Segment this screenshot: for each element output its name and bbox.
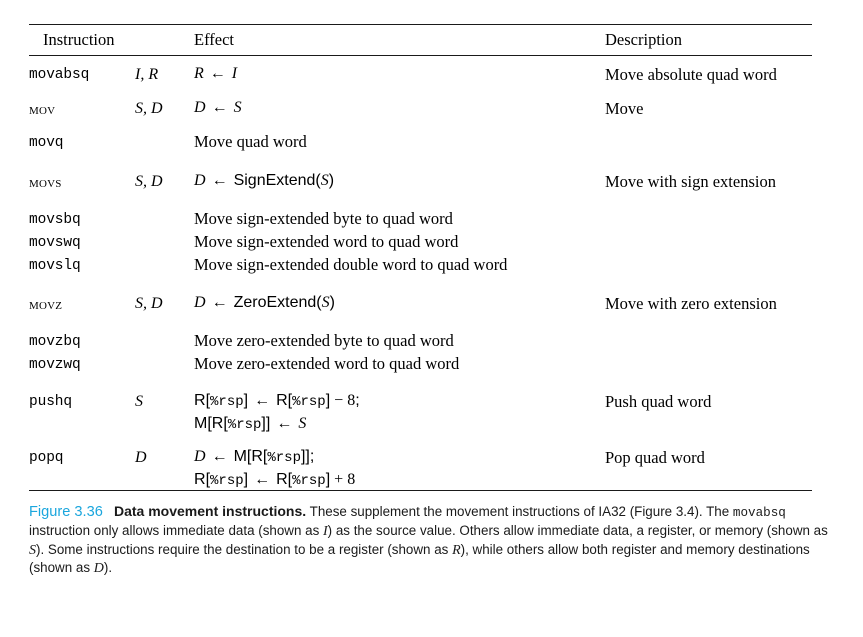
instruction-effect: Move sign-extended byte to quad word	[194, 209, 453, 228]
column-header-instruction: Instruction	[43, 30, 115, 49]
figure-title: Data movement instructions.	[114, 503, 307, 519]
instruction-mnemonic: movabsq	[29, 67, 90, 83]
instruction-mnemonic: pushq	[29, 394, 73, 410]
instruction-mnemonic: MOV	[29, 101, 56, 118]
instruction-effect: D ← ZeroExtend(S)	[194, 294, 335, 311]
caption-body-5: ), while others allow both register and …	[29, 541, 810, 575]
instruction-operands: D	[135, 449, 147, 466]
caption-italic-R: R	[452, 542, 461, 558]
caption-italic-D: D	[93, 560, 104, 576]
instruction-mnemonic: movzbq	[29, 334, 81, 350]
instruction-effect: Move sign-extended word to quad word	[194, 232, 459, 251]
instruction-operands: S, D	[135, 100, 163, 117]
instruction-description: Move absolute quad word	[605, 65, 777, 84]
instruction-effect: Move zero-extended byte to quad word	[194, 331, 454, 350]
figure-caption: Figure 3.36 Data movement instructions. …	[29, 503, 829, 577]
table-body: movabsq I, R R ← I Move absolute quad wordM…	[29, 56, 812, 490]
instruction-operands: S, D	[135, 173, 163, 190]
instruction-mnemonic: movsbq	[29, 212, 81, 228]
instruction-effect: R ← I	[194, 65, 238, 82]
caption-body-6: ).	[103, 559, 113, 575]
instruction-effect: D ← S	[194, 99, 242, 116]
instruction-description: Move	[605, 99, 644, 118]
instruction-effect: D ← SignExtend(S)	[194, 172, 335, 189]
column-header-effect: Effect	[194, 30, 235, 49]
instruction-mnemonic: movzwq	[29, 357, 81, 373]
instruction-mnemonic: popq	[29, 450, 64, 466]
table-header-row: Instruction Effect Description	[29, 25, 812, 55]
instruction-mnemonic: MOVZ	[29, 296, 63, 313]
instruction-effect: D ← M[R[%rsp]];	[194, 448, 315, 466]
instruction-effect: Move zero-extended word to quad word	[194, 354, 460, 373]
instruction-effect-line2: M[R[%rsp]] ← S	[194, 415, 307, 433]
instruction-description: Push quad word	[605, 392, 712, 411]
instruction-mnemonic: movswq	[29, 235, 81, 251]
instruction-effect-line2: R[%rsp] ← R[%rsp] + 8	[194, 471, 356, 489]
caption-italic-S: S	[29, 542, 36, 558]
instruction-description: Move with zero extension	[605, 294, 777, 313]
instruction-operands: S	[135, 393, 143, 410]
table-bottom-rule	[29, 490, 812, 491]
instruction-effect: Move quad word	[194, 132, 307, 151]
data-movement-instructions-table: Instruction Effect Description movabsq I,…	[29, 24, 812, 491]
caption-body-1: These supplement the movement instructio…	[306, 504, 733, 519]
caption-italic-I: I	[323, 524, 328, 540]
instruction-description: Move with sign extension	[605, 172, 776, 191]
caption-body-3: ) as the source value. Others allow imme…	[327, 523, 828, 539]
instruction-description: Pop quad word	[605, 448, 705, 467]
instruction-operands: S, D	[135, 295, 163, 312]
instruction-effect: R[%rsp] ← R[%rsp] − 8;	[194, 392, 360, 410]
column-header-description: Description	[605, 30, 682, 49]
instruction-mnemonic: movslq	[29, 258, 81, 274]
table-top-rule	[29, 24, 812, 25]
instruction-effect: Move sign-extended double word to quad w…	[194, 255, 508, 274]
instruction-mnemonic: movq	[29, 135, 64, 151]
table-header-rule	[29, 55, 812, 56]
instruction-operands: I, R	[135, 66, 159, 83]
instruction-mnemonic: MOVS	[29, 174, 62, 191]
figure-label: Figure 3.36	[29, 504, 103, 520]
caption-body-2: instruction only allows immediate data (…	[29, 523, 323, 539]
caption-mono-movabsq: movabsq	[732, 506, 786, 520]
caption-body-4: ). Some instructions require the destina…	[36, 541, 453, 557]
